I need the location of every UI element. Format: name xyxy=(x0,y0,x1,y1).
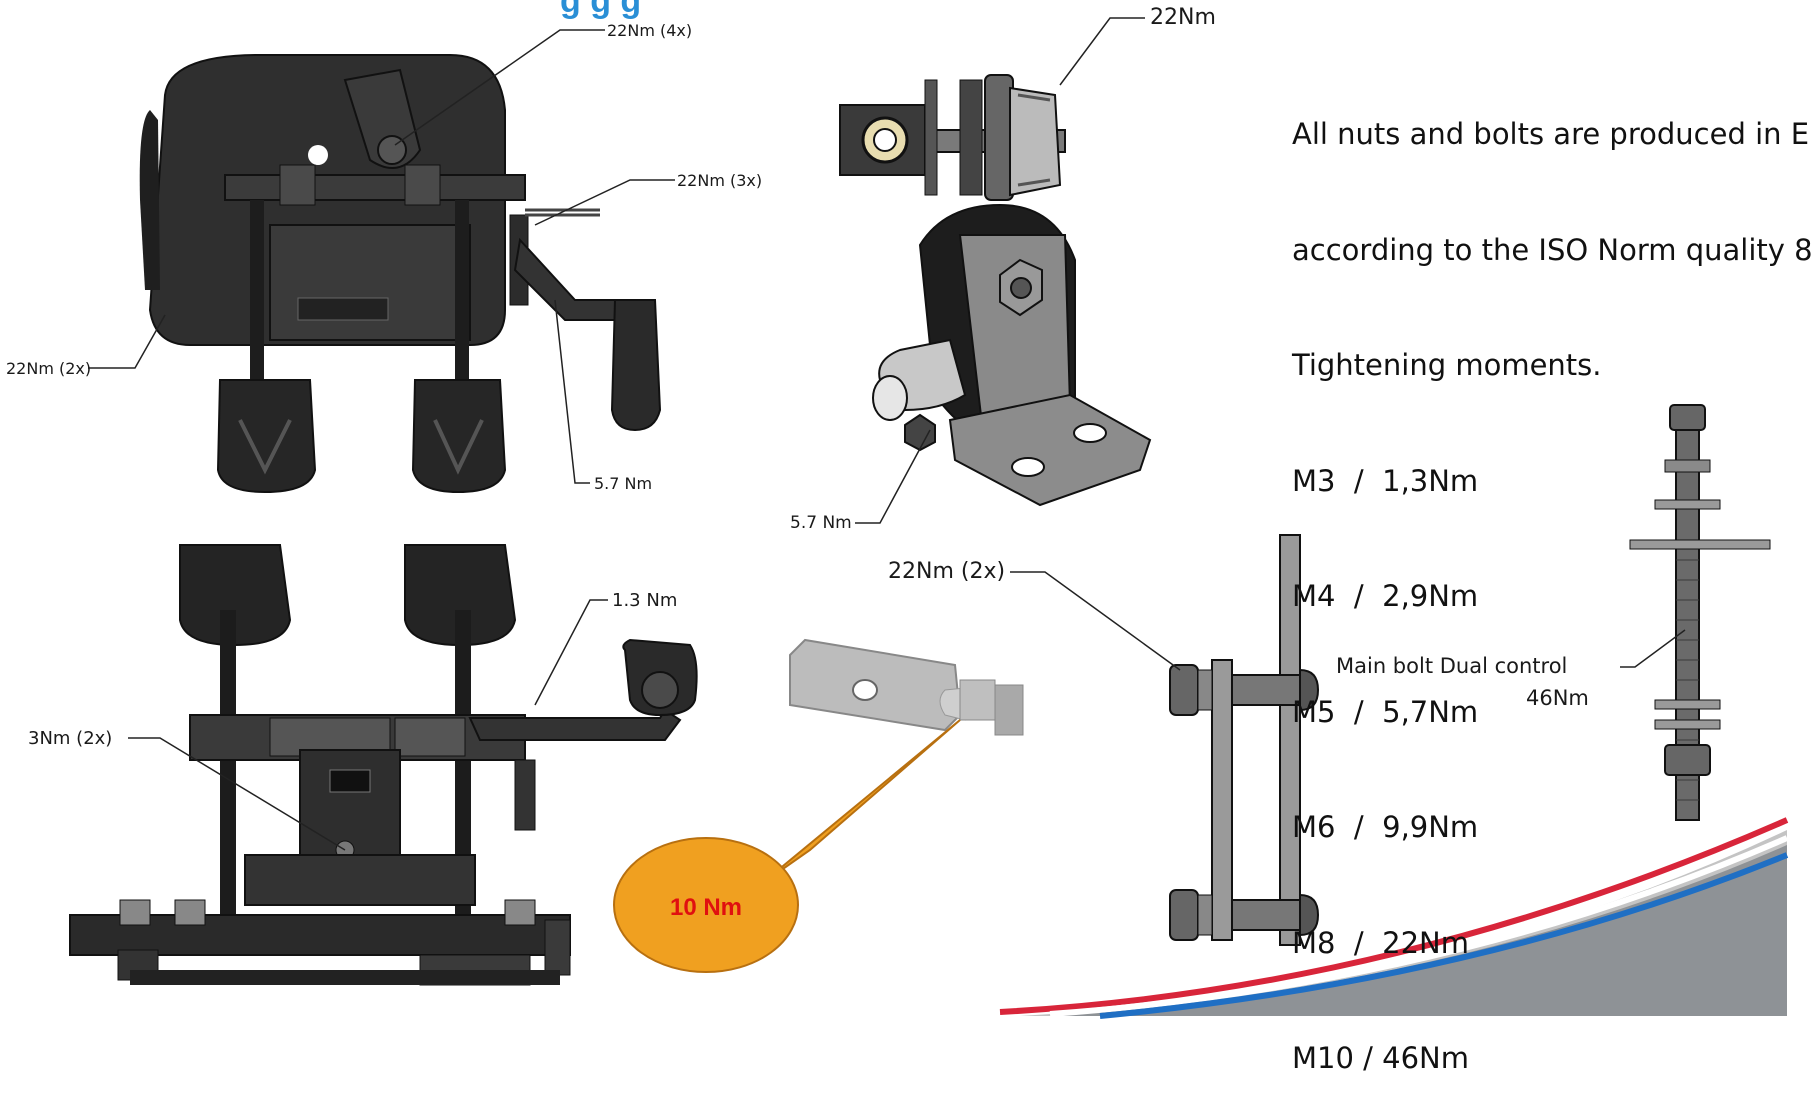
callout-22nm-top: 22Nm xyxy=(1150,5,1216,30)
callout-22nm-2x-mid: 22Nm (2x) xyxy=(888,559,1005,584)
page-title: g g g xyxy=(560,0,642,20)
spec-line: M6 / 9,9Nm xyxy=(1292,810,1479,844)
main-bolt-part xyxy=(1629,404,1771,821)
spec-line: M8 / 22Nm xyxy=(1292,925,1469,960)
spec-line: M10 / 46Nm xyxy=(1292,1041,1469,1075)
spec-line: Tightening moments. xyxy=(1292,348,1602,382)
spec-line: All nuts and bolts are produced in E xyxy=(1292,117,1810,151)
callout-22nm-4x: 22Nm (4x) xyxy=(607,21,692,40)
spec-line: M3 / 1,3Nm xyxy=(1292,463,1479,498)
torque-10nm-bubble: 10 Nm xyxy=(613,719,961,973)
plate-bracket-part xyxy=(1169,534,1320,946)
torque-diagram: 10 Nm 22Nm (4x) 22Nm (3x) 22Nm (2x) 5.7 … xyxy=(6,5,1789,1019)
leader-lines xyxy=(88,17,1686,851)
callout-main-bolt-torque: 46Nm xyxy=(1526,686,1589,710)
pedal-assembly-bottom xyxy=(69,544,698,986)
callout-3nm-2x: 3Nm (2x) xyxy=(28,728,112,749)
torque-spec-text: All nuts and bolts are produced in E acc… xyxy=(1292,38,1813,1116)
pedal-assembly-top xyxy=(139,54,662,494)
callout-22nm-2x-left: 22Nm (2x) xyxy=(6,359,91,378)
callout-main-bolt: Main bolt Dual control xyxy=(1336,654,1567,678)
spec-line: M4 / 2,9Nm xyxy=(1292,579,1479,613)
spec-line: according to the ISO Norm quality 8 xyxy=(1292,232,1813,267)
callout-5-7nm-mid: 5.7 Nm xyxy=(790,513,852,533)
rod-end-part xyxy=(839,74,1066,201)
spec-line: M5 / 5,7Nm xyxy=(1292,694,1479,729)
callout-5-7nm-top: 5.7 Nm xyxy=(594,474,652,493)
coupling-part xyxy=(789,638,1024,736)
decorative-swoosh xyxy=(999,817,1789,1019)
callout-1-3nm: 1.3 Nm xyxy=(612,590,677,611)
callout-22nm-3x: 22Nm (3x) xyxy=(677,171,762,190)
pulley-bracket-part xyxy=(872,203,1152,507)
torque-10nm-label: 10 Nm xyxy=(670,894,742,921)
